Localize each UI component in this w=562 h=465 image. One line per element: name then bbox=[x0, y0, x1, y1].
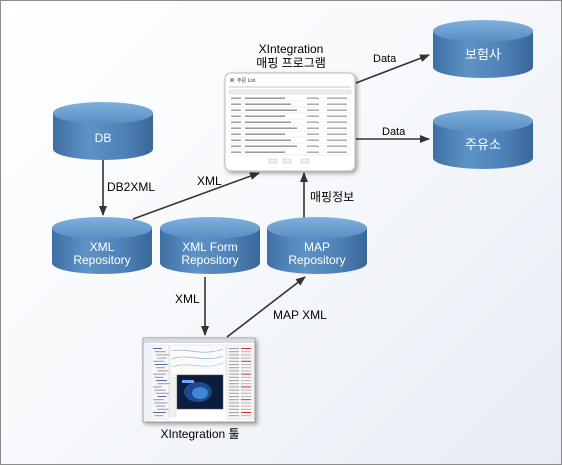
xml-repository-label-line2: Repository bbox=[73, 253, 130, 267]
db-cylinder: DB bbox=[53, 102, 153, 160]
program-table-row bbox=[229, 109, 351, 114]
gas-station-label: 주유소 bbox=[465, 137, 501, 152]
map-repository-label-line1: MAP bbox=[304, 240, 330, 254]
tool-tree-panel bbox=[153, 348, 171, 417]
insurer-label: 보험사 bbox=[465, 47, 501, 62]
program-table-row bbox=[229, 145, 351, 150]
tool-property-panel bbox=[229, 348, 251, 417]
program-title-line1: XIntegration bbox=[259, 42, 324, 56]
edge-label-data-upper: Data bbox=[373, 53, 397, 65]
edge-label-map-xml: MAP XML bbox=[273, 308, 327, 322]
edge-label-xml-upper: XML bbox=[197, 174, 222, 188]
program-title-line2: 매핑 프로그램 bbox=[256, 56, 326, 70]
program-table-row bbox=[229, 133, 351, 138]
program-table-row bbox=[229, 127, 351, 132]
edge-label-db2xml: DB2XML bbox=[107, 180, 155, 194]
edge-label-mapping-info: 매핑정보 bbox=[310, 190, 354, 204]
edge-label-data-lower: Data bbox=[382, 126, 406, 138]
xml-repository-label-line1: XML bbox=[90, 240, 115, 254]
program-table-row bbox=[229, 115, 351, 120]
xml-form-repository-cylinder: XML Form Repository bbox=[160, 217, 260, 274]
gas-station-cylinder: 주유소 bbox=[433, 110, 533, 169]
program-table-row bbox=[229, 139, 351, 144]
mapping-program-contents: 주문 List bbox=[228, 78, 352, 164]
program-table-row bbox=[229, 121, 351, 126]
edge-tool-to-map-repository bbox=[226, 276, 306, 338]
program-table-row bbox=[229, 151, 351, 156]
xml-repository-cylinder: XML Repository bbox=[52, 217, 152, 274]
xml-form-repository-label-line1: XML Form bbox=[182, 240, 238, 254]
edge-label-xml-lower: XML bbox=[175, 292, 200, 306]
map-repository-cylinder: MAP Repository bbox=[267, 217, 367, 274]
xml-form-repository-label-line2: Repository bbox=[181, 253, 238, 267]
db-label: DB bbox=[95, 131, 112, 145]
program-table-rows bbox=[229, 97, 351, 156]
program-table-row bbox=[229, 103, 351, 108]
map-repository-label-line2: Repository bbox=[288, 253, 345, 267]
insurer-cylinder: 보험사 bbox=[433, 20, 533, 78]
program-window-title: 주문 List bbox=[237, 78, 256, 84]
edge-program-to-insurer bbox=[355, 54, 430, 84]
edge-xml-repository-to-program bbox=[132, 172, 260, 220]
tool-screenshot-contents bbox=[144, 339, 254, 421]
program-table-row bbox=[229, 97, 351, 102]
tool-caption: XIntegration 툴 bbox=[160, 427, 239, 441]
